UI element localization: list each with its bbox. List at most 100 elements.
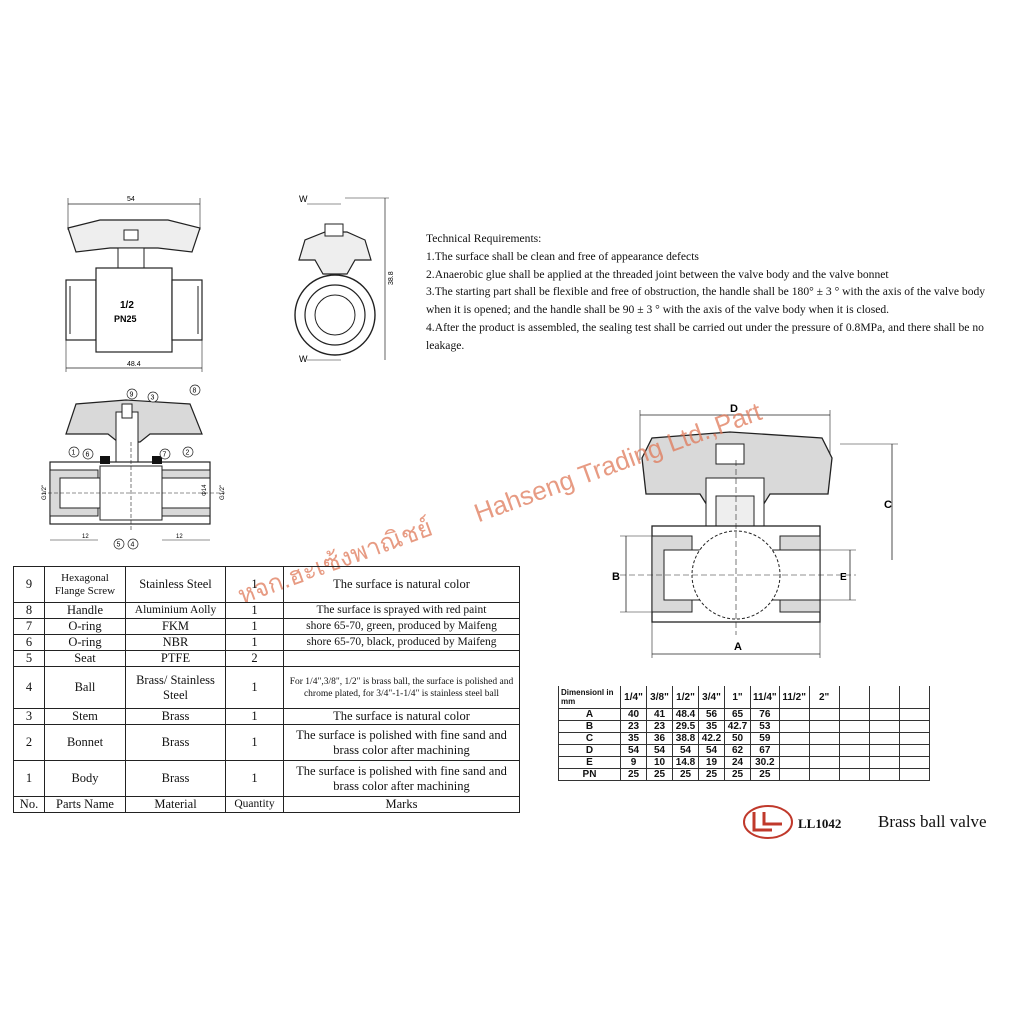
part-name: Handle: [44, 602, 126, 619]
dimension-value: 54: [620, 744, 647, 757]
part-material: FKM: [125, 618, 226, 635]
dim-height-label: 38.8: [388, 271, 395, 285]
callout-4: 4: [131, 542, 135, 549]
dimension-value: [808, 756, 840, 769]
part-qty: 1: [225, 708, 284, 725]
dimension-value: [808, 768, 840, 781]
dimension-value: [778, 720, 810, 733]
empty-cell: [898, 768, 930, 781]
dim-thread-right: G1/2": [220, 485, 226, 500]
size-header: 11/2": [778, 686, 810, 709]
size-header: 2": [808, 686, 840, 709]
front-view-drawing: 54 1/2 PN25 48.4: [65, 196, 203, 372]
dimension-value: 53: [750, 720, 780, 733]
part-qty: 1: [225, 666, 284, 709]
label-c: C: [884, 499, 892, 511]
dimension-value: 35: [698, 720, 725, 733]
callout-5: 5: [117, 542, 121, 549]
part-marks: The surface is polished with fine sand a…: [283, 760, 520, 797]
part-no: 4: [13, 666, 45, 709]
part-marks: [283, 650, 520, 667]
table-row: 2 Bonnet Brass 1 The surface is polished…: [13, 724, 520, 761]
empty-cell: [838, 756, 870, 769]
size-header: 3/4": [698, 686, 725, 709]
dimension-value: 25: [672, 768, 699, 781]
header-no: No.: [13, 796, 45, 813]
parts-table: 9 Hexagonal Flange Screw Stainless Steel…: [13, 566, 520, 813]
dimension-value: [808, 744, 840, 757]
dimension-value: 25: [620, 768, 647, 781]
dimension-label: PN: [558, 768, 621, 781]
dim-bottom-label: 48.4: [127, 361, 141, 368]
dimension-value: 25: [646, 768, 673, 781]
dimension-value: 25: [750, 768, 780, 781]
part-no: 5: [13, 650, 45, 667]
dimension-value: 59: [750, 732, 780, 745]
part-material: Brass: [125, 760, 226, 797]
dimension-value: [778, 744, 810, 757]
product-name: Brass ball valve: [878, 812, 987, 831]
dimension-value: 54: [672, 744, 699, 757]
dimension-value: [808, 732, 840, 745]
table-row: 5 Seat PTFE 2: [13, 650, 520, 667]
size-header: 1/2": [672, 686, 699, 709]
dimension-value: 48.4: [672, 708, 699, 721]
part-qty: 1: [225, 618, 284, 635]
tech-item-4: 4.After the product is assembled, the se…: [426, 320, 984, 352]
part-material: Stainless Steel: [125, 566, 226, 603]
part-no: 7: [13, 618, 45, 635]
empty-cell: [868, 756, 900, 769]
dimension-value: 38.8: [672, 732, 699, 745]
table-row: 6 O-ring NBR 1 shore 65-70, black, produ…: [13, 634, 520, 651]
empty-cell: [868, 708, 900, 721]
label-w-top: W: [299, 194, 308, 204]
part-name: Stem: [44, 708, 126, 725]
table-row: 8 Handle Aluminium Aolly 1 The surface i…: [13, 602, 520, 619]
header-qty: Quantity: [225, 796, 284, 813]
part-qty: 1: [225, 724, 284, 761]
empty-cell: [868, 720, 900, 733]
part-marks: shore 65-70, green, produced by Maifeng: [283, 618, 520, 635]
part-qty: 1: [225, 566, 284, 603]
section-view-drawing: 9 3 8 1 6 7 2 5 4 G1/2" G1/2" Φ14 12 12: [42, 384, 226, 550]
dimension-value: 23: [620, 720, 647, 733]
part-no: 1: [13, 760, 45, 797]
size-header: 1/4": [620, 686, 647, 709]
dimension-value: 42.7: [724, 720, 751, 733]
dimension-value: [808, 720, 840, 733]
dimension-value: 10: [646, 756, 673, 769]
empty-cell: [898, 756, 930, 769]
part-material: Brass: [125, 708, 226, 725]
label-a: A: [734, 641, 742, 653]
part-marks: The surface is natural color: [283, 566, 520, 603]
dimension-value: 14.8: [672, 756, 699, 769]
callout-group: 9 3 8 1 6 7 2 5 4: [68, 384, 201, 550]
part-marks: The surface is natural color: [283, 708, 520, 725]
dimension-value: 62: [724, 744, 751, 757]
dimension-value: 41: [646, 708, 673, 721]
dimension-value: 40: [620, 708, 647, 721]
dim-top-label: 54: [127, 196, 135, 203]
dim-bottom-left: 12: [82, 534, 89, 540]
dimension-value: 25: [698, 768, 725, 781]
empty-cell: [898, 708, 930, 721]
part-material: PTFE: [125, 650, 226, 667]
dimension-header-row: Dimensionl in mm 1/4" 3/8" 1/2" 3/4" 1" …: [558, 686, 930, 709]
part-name: Body: [44, 760, 126, 797]
dim-thread-left: G1/2": [42, 485, 48, 500]
part-qty: 1: [225, 760, 284, 797]
dimension-value: [808, 708, 840, 721]
body-pn-label: PN25: [114, 314, 137, 324]
header-material: Material: [125, 796, 226, 813]
empty-cell: [838, 720, 870, 733]
label-w-bottom: W: [299, 354, 308, 364]
part-material: Brass: [125, 724, 226, 761]
part-no: 3: [13, 708, 45, 725]
dimension-value: 65: [724, 708, 751, 721]
dimension-label: D: [558, 744, 621, 757]
label-e: E: [840, 572, 847, 583]
table-row: 1 Body Brass 1 The surface is polished w…: [13, 760, 520, 797]
